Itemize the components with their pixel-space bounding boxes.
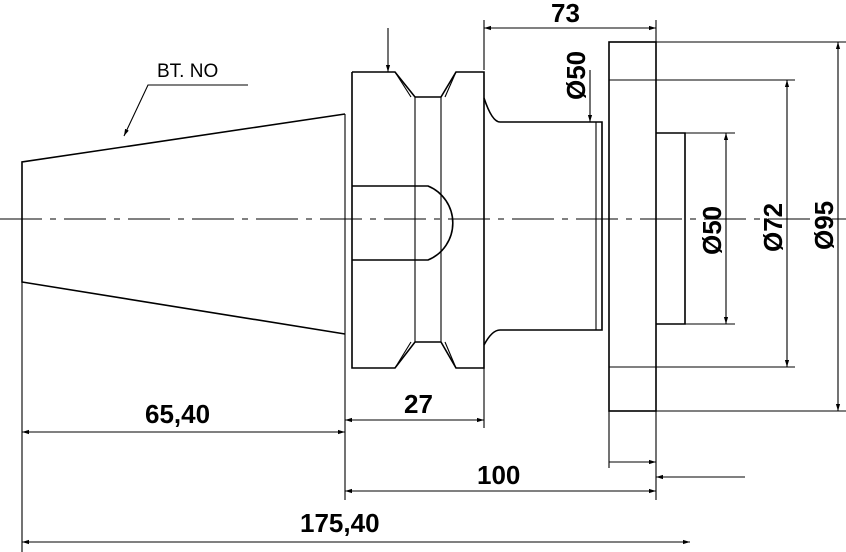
- svg-text:27: 27: [404, 389, 433, 419]
- dimension-65-40: 65,40: [21, 282, 345, 552]
- svg-text:Ø50: Ø50: [697, 206, 727, 255]
- drive-slot: [352, 185, 454, 261]
- svg-text:65,40: 65,40: [145, 399, 210, 429]
- dimension-dia50-neck: Ø50: [561, 51, 593, 122]
- taper-shank: [21, 113, 346, 335]
- svg-text:175,40: 175,40: [300, 508, 380, 538]
- svg-text:Ø95: Ø95: [809, 201, 839, 250]
- bt-no-label: BT. NO: [157, 61, 218, 82]
- dimension-100: 100: [344, 428, 656, 500]
- dimension-27: 27: [344, 334, 485, 428]
- v-flange-body: [351, 71, 485, 369]
- front-flange: [608, 41, 686, 412]
- dimension-dia95: Ø95: [656, 41, 846, 412]
- svg-text:100: 100: [477, 460, 520, 490]
- svg-text:Ø72: Ø72: [758, 203, 788, 252]
- dimension-175-40: 175,40: [22, 508, 690, 545]
- dimension-dia72: Ø72: [656, 79, 795, 368]
- svg-text:73: 73: [551, 0, 580, 28]
- flange-thickness-dimension: [608, 411, 745, 500]
- neck: [483, 97, 603, 346]
- bt-no-leader: BT. NO: [123, 61, 248, 137]
- dimension-dia50-bore: Ø50: [685, 132, 735, 325]
- svg-text:Ø50: Ø50: [561, 51, 591, 100]
- dimension-73: 73: [483, 0, 657, 70]
